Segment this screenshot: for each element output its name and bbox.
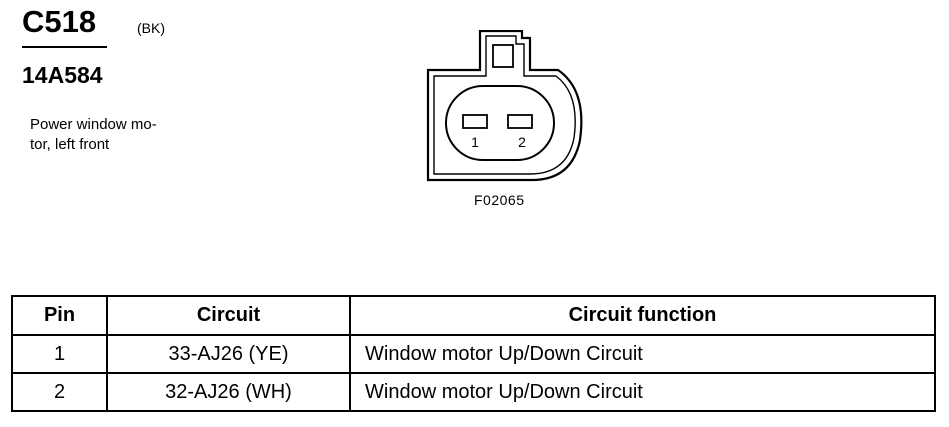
- pin-table: Pin Circuit Circuit function 1 33-AJ26 (…: [11, 295, 936, 412]
- connector-id: C518: [22, 4, 97, 39]
- part-number: 14A584: [22, 62, 103, 88]
- table-row: 2 32-AJ26 (WH) Window motor Up/Down Circ…: [11, 372, 936, 412]
- pin-label-2: 2: [518, 134, 526, 150]
- cell-pin: 1: [11, 334, 108, 374]
- connector-color: (BK): [137, 20, 165, 36]
- description-line: tor, left front: [30, 136, 110, 153]
- table-row: 1 33-AJ26 (YE) Window motor Up/Down Circ…: [11, 334, 936, 374]
- terminal-2: [507, 114, 533, 129]
- header-circuit: Circuit: [106, 295, 351, 336]
- header-pin: Pin: [11, 295, 108, 336]
- connector-latch: [492, 44, 514, 68]
- terminal-1: [462, 114, 488, 129]
- description-line: Power window mo-: [30, 116, 157, 133]
- connector-face-diagram: 1 2: [426, 30, 583, 182]
- cell-circuit: 32-AJ26 (WH): [106, 372, 351, 412]
- terminal-cavity: [445, 85, 555, 161]
- pin-label-1: 1: [471, 134, 479, 150]
- header-circuit-function: Circuit function: [349, 295, 936, 336]
- table-header-row: Pin Circuit Circuit function: [11, 295, 936, 336]
- cell-circuit: 33-AJ26 (YE): [106, 334, 351, 374]
- connector-housing-inner: [433, 35, 576, 175]
- figure-id: F02065: [474, 192, 525, 208]
- cell-function: Window motor Up/Down Circuit: [349, 372, 936, 412]
- cell-function: Window motor Up/Down Circuit: [349, 334, 936, 374]
- cell-pin: 2: [11, 372, 108, 412]
- connector-id-underline: [22, 46, 107, 48]
- connector-description: Power window mo- tor, left front: [30, 115, 190, 155]
- connector-housing-outline: [426, 30, 583, 182]
